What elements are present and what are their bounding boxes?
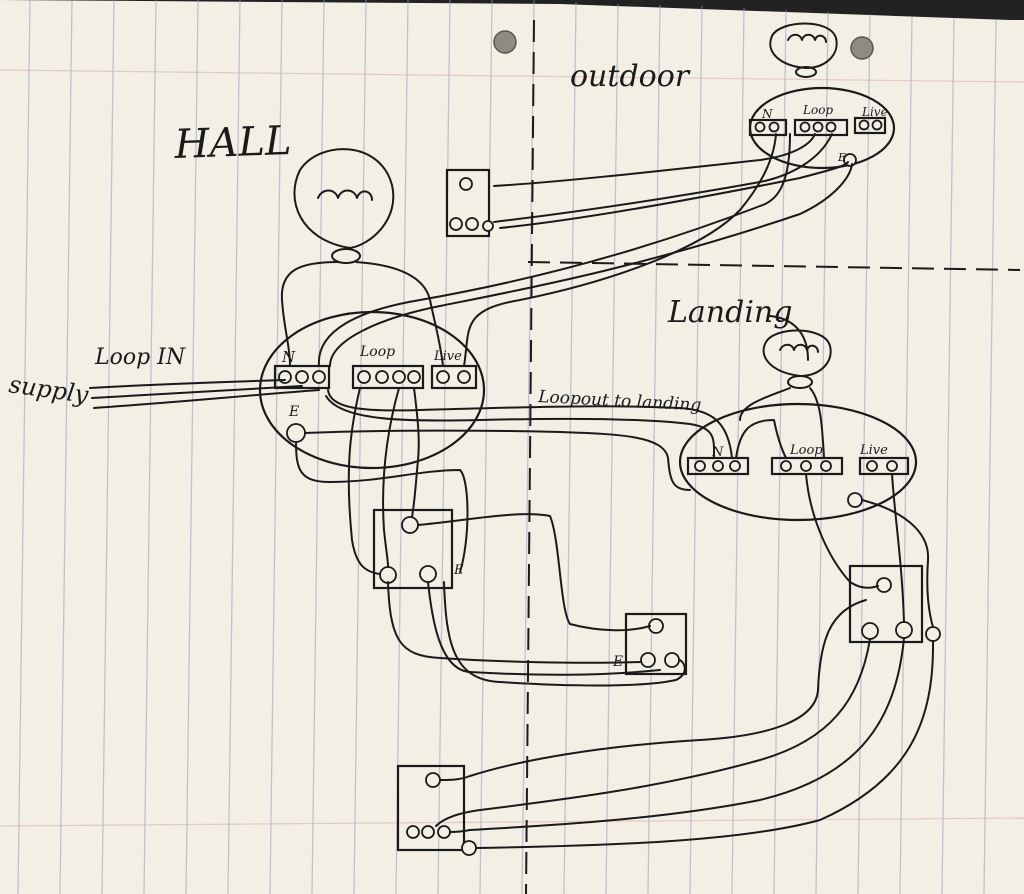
hall-e-label: E	[288, 404, 299, 420]
bottom-switch-earth-terminal	[461, 840, 477, 856]
outdoor-n-label: N	[761, 107, 773, 121]
outdoor-switch-earth-terminal	[482, 220, 494, 232]
outdoor-live-label: Live	[861, 105, 888, 119]
hall-switch-1-e-label: E	[453, 563, 464, 578]
hall-switch-1-terminal-2	[419, 565, 437, 583]
bottom-switch-top-terminal	[425, 772, 441, 788]
bottom-switch-terminal-2	[421, 825, 435, 839]
punch-hole-right	[850, 36, 874, 60]
landing-neutral-terminal-block	[686, 456, 750, 476]
hall-switch-1-top-terminal	[401, 516, 419, 534]
margin-line-bottom	[0, 817, 1024, 827]
hall-switch-2-terminal-2	[664, 652, 680, 668]
landing-live-label: Live	[859, 443, 888, 458]
hall-n-label: N	[281, 348, 296, 366]
outdoor-e-label: E	[837, 151, 846, 164]
outdoor-loop-label: Loop	[802, 103, 833, 117]
landing-switch-terminal-1	[861, 622, 879, 640]
hall-switch-2	[624, 612, 688, 676]
hall-loop-terminal-block	[351, 364, 425, 390]
landing-earth-terminal	[847, 492, 863, 508]
bottom-switch-terminal-1	[406, 825, 420, 839]
landing-light-bulb	[762, 329, 832, 389]
hall-live-terminal-block	[430, 364, 478, 390]
outdoor-label: outdoor	[570, 59, 691, 94]
outdoor-live-terminal-block	[853, 116, 887, 135]
divider-horizontal	[527, 261, 1021, 271]
hall-light-bulb	[293, 148, 395, 264]
punch-hole-left	[493, 30, 517, 54]
outdoor-switch-top-terminal	[459, 177, 473, 191]
landing-switch-earth-terminal	[925, 626, 941, 642]
wiring	[89, 133, 935, 849]
bottom-switch	[396, 764, 466, 852]
outdoor-loop-terminal-block	[793, 118, 849, 137]
landing-label: Landing	[667, 295, 792, 330]
margin-line	[0, 69, 1024, 83]
landing-loop-label: Loop	[789, 443, 823, 458]
outdoor-neutral-terminal-block	[748, 118, 788, 137]
outdoor-switch-terminal-2	[465, 217, 479, 231]
landing-switch	[848, 564, 924, 644]
hall-switch-2-top-terminal	[648, 618, 664, 634]
hall-earth-terminal	[286, 423, 306, 443]
ruling-lines	[17, 0, 997, 894]
outdoor-switch	[445, 168, 491, 238]
landing-ceiling-rose	[678, 402, 918, 522]
landing-switch-terminal-2	[895, 621, 913, 639]
hall-loop-label: Loop	[359, 344, 395, 360]
divider-vertical	[525, 19, 535, 894]
hall-live-label: Live	[433, 349, 462, 364]
outdoor-light-bulb	[769, 22, 838, 78]
hall-label: HALL	[173, 118, 292, 168]
loop-in-label: Loop IN	[94, 345, 186, 370]
outdoor-switch-terminal-1	[449, 217, 463, 231]
landing-live-terminal-block	[858, 456, 910, 476]
hall-switch-2-terminal-1	[640, 652, 656, 668]
hall-switch-1-terminal-1	[379, 566, 397, 584]
landing-switch-top-terminal	[876, 577, 892, 593]
bottom-switch-terminal-3	[437, 825, 451, 839]
